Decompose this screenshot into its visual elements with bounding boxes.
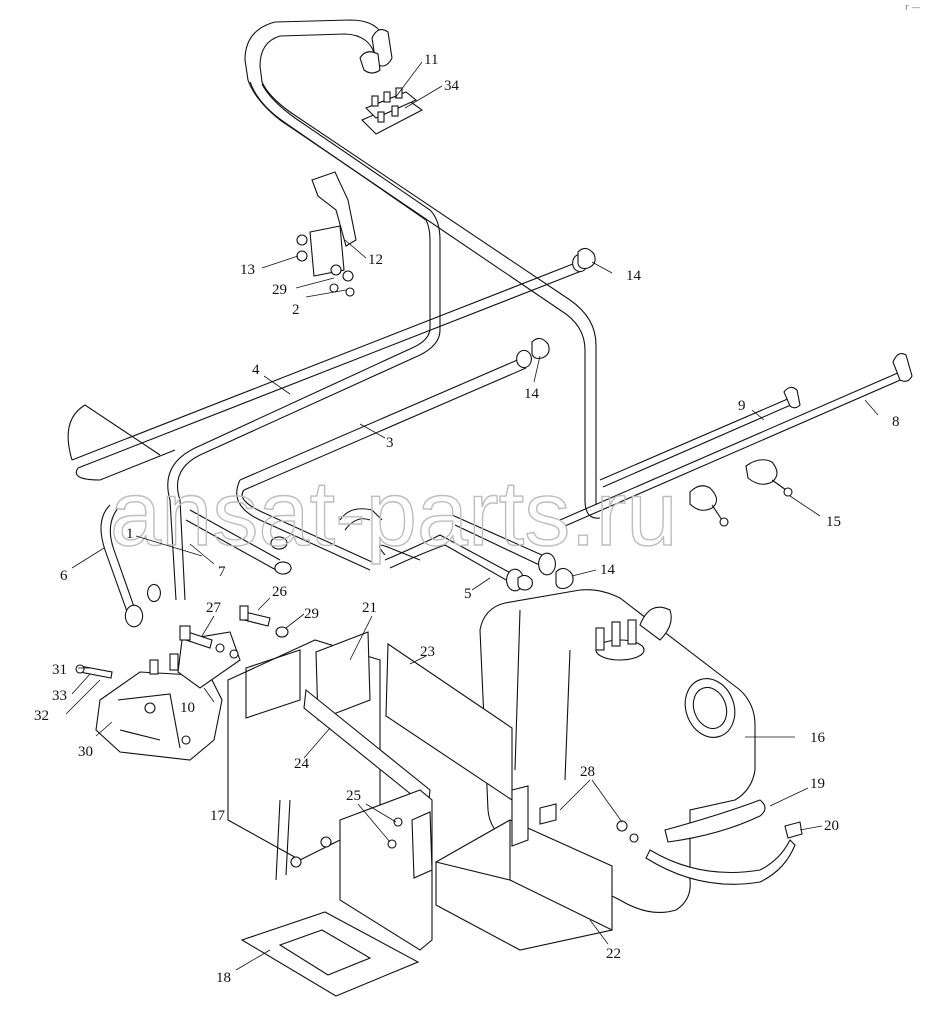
callout-21: 21 [362,600,377,616]
callout-8: 8 [892,414,900,430]
callout-14-upper: 14 [626,268,642,284]
strap-19 [645,799,796,885]
callout-7: 7 [218,564,226,580]
callout-19: 19 [810,776,825,792]
callout-15: 15 [826,514,841,530]
callout-16: 16 [810,730,826,746]
bolt-20 [784,821,803,839]
fuel-line-3 [236,349,532,571]
fuel-line-8 [559,353,913,527]
clamp-14-upper [577,247,596,270]
fuel-line-7 [185,509,292,575]
bracket-25 [339,789,433,951]
fuel-line-6 [100,504,161,628]
tray-22 [435,785,613,951]
callout-34: 34 [444,78,460,94]
callout-18: 18 [216,970,231,986]
callout-14-lower: 14 [600,562,616,578]
nuts-28 [616,820,639,843]
callout-4: 4 [252,362,260,378]
bracket-12 [296,171,357,297]
callout-32: 32 [34,708,49,724]
callout-3: 3 [386,435,394,451]
callout-1: 1 [126,526,134,542]
bolt-27 [179,625,213,649]
clamp-14-lower [517,567,574,591]
callout-11: 11 [424,52,438,68]
pump-30 [95,653,223,761]
fuel-line-4 [67,253,588,481]
bolt-31-33-32 [75,664,113,679]
callout-20: 20 [824,818,839,834]
callout-9: 9 [738,398,746,414]
callout-17: 17 [210,808,226,824]
fuel-line-bend [339,508,421,561]
callout-29-lower: 29 [304,606,319,622]
callout-2: 2 [292,302,300,318]
fuel-line-5 [384,514,556,592]
clamp-14-middle [531,337,550,360]
callout-28: 28 [580,764,595,780]
bracket-10 [177,631,241,689]
callout-23: 23 [420,644,435,660]
callout-10: 10 [180,700,195,716]
callout-14-middle: 14 [524,386,540,402]
callout-labels: 11 34 12 13 29 2 14 14 14 4 3 8 9 15 16 … [34,52,900,986]
watermark-text: ansat-parts.ru [110,463,678,565]
callout-5: 5 [464,586,472,602]
callout-30: 30 [78,744,93,760]
callout-33: 33 [52,688,67,704]
plate-18 [240,911,420,997]
corner-mark: r — [905,3,921,13]
fuel-line-upper-loop [167,19,601,601]
callout-25: 25 [346,788,361,804]
callout-13: 13 [240,262,255,278]
callout-29-upper: 29 [272,282,287,298]
valve-block-34 [361,87,424,135]
callout-12: 12 [368,252,383,268]
callout-24: 24 [294,756,310,772]
callout-22: 22 [606,946,621,962]
leader-lines [65,61,879,971]
callout-31: 31 [52,662,67,678]
drain-valve-15 [689,459,793,527]
callout-6: 6 [60,568,68,584]
bolt-26 [239,605,271,627]
callout-27: 27 [206,600,222,616]
panel-21 [315,631,371,721]
washer-29 [275,626,289,638]
callout-26: 26 [272,584,288,600]
